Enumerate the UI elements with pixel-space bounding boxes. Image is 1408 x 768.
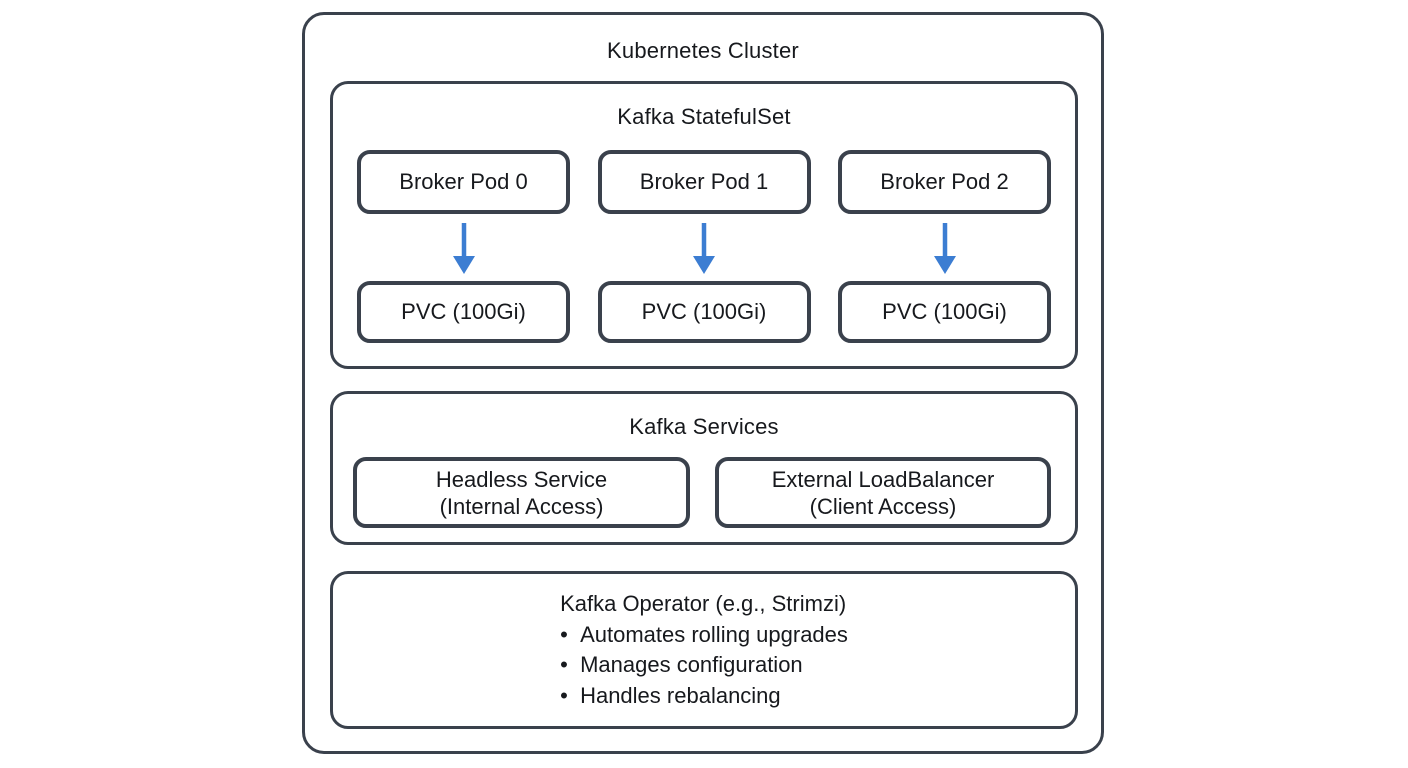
- kafka-services-box: Kafka Services Headless Service (Interna…: [330, 391, 1078, 545]
- headless-service-line1: Headless Service: [435, 466, 608, 492]
- kubernetes-cluster-box: Kubernetes Cluster Kafka StatefulSet Bro…: [302, 12, 1104, 754]
- operator-bullet-1-text: Manages configuration: [580, 652, 803, 677]
- broker-pod-1-label: Broker Pod 1: [639, 169, 769, 194]
- pvc-2-label: PVC (100Gi): [882, 299, 1007, 324]
- pvc-0: PVC (100Gi): [357, 281, 570, 343]
- broker-pod-0: Broker Pod 0: [357, 150, 570, 214]
- pvc-1-label: PVC (100Gi): [641, 299, 767, 324]
- broker-pod-1: Broker Pod 1: [597, 150, 811, 214]
- down-arrow-icon: [693, 223, 715, 274]
- cluster-title: Kubernetes Cluster: [607, 38, 799, 63]
- operator-bullet-0-text: Automates rolling upgrades: [580, 621, 848, 647]
- operator-title: Kafka Operator (e.g., Strimzi): [560, 591, 847, 616]
- headless-service-line2: (Internal Access): [439, 493, 604, 519]
- operator-bullet-2-text: Handles rebalancing: [580, 682, 781, 708]
- pvc-0-label: PVC (100Gi): [401, 299, 526, 324]
- kafka-statefulset-box: Kafka StatefulSet Broker Pod 0 Broker Po…: [330, 81, 1078, 369]
- external-loadbalancer-line2: (Client Access): [809, 493, 957, 519]
- pvc-1: PVC (100Gi): [597, 281, 811, 343]
- broker-pod-2-label: Broker Pod 2: [880, 169, 1009, 194]
- operator-bullet-1: • Manages configuration: [560, 650, 848, 681]
- bullet-marker: •: [560, 682, 568, 708]
- operator-text-block: Kafka Operator (e.g., Strimzi) • Automat…: [560, 589, 848, 711]
- broker-pods-row: Broker Pod 0 Broker Pod 1 Broker Pod 2: [357, 150, 1051, 214]
- bullet-marker: •: [560, 621, 568, 647]
- broker-pod-2: Broker Pod 2: [838, 150, 1051, 214]
- operator-bullet-2: • Handles rebalancing: [560, 681, 848, 712]
- kafka-operator-box: Kafka Operator (e.g., Strimzi) • Automat…: [330, 571, 1078, 729]
- broker-pod-0-label: Broker Pod 0: [399, 169, 528, 194]
- down-arrow-icon: [452, 223, 475, 274]
- pvc-2: PVC (100Gi): [838, 281, 1051, 343]
- down-arrow-icon: [933, 223, 956, 274]
- headless-service-node: Headless Service (Internal Access): [353, 457, 690, 528]
- statefulset-title: Kafka StatefulSet: [617, 104, 791, 129]
- services-title: Kafka Services: [629, 414, 779, 439]
- pod-to-pvc-arrows-row: [357, 223, 1051, 275]
- external-loadbalancer-node: External LoadBalancer (Client Access): [715, 457, 1051, 528]
- pvc-row: PVC (100Gi) PVC (100Gi) PVC (100Gi): [357, 281, 1051, 343]
- bullet-marker: •: [560, 652, 568, 677]
- operator-bullet-0: • Automates rolling upgrades: [560, 620, 848, 651]
- external-loadbalancer-line1: External LoadBalancer: [771, 466, 995, 492]
